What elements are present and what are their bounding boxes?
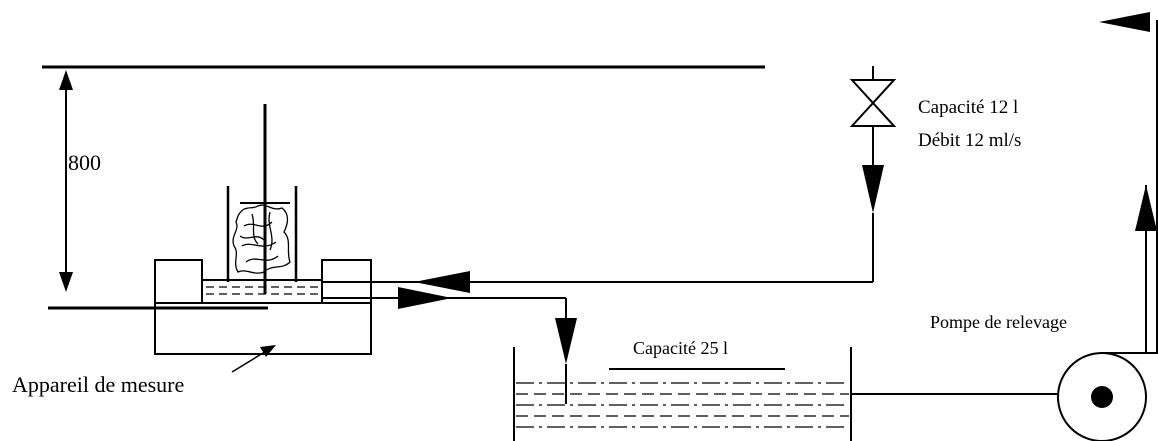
height-dimension-arrow xyxy=(59,70,73,292)
measuring-device-label: Appareil de mesure xyxy=(12,372,185,397)
device-base xyxy=(154,303,372,355)
lift-pump xyxy=(1057,352,1158,441)
top-left-arrow xyxy=(1099,12,1150,32)
measuring-device xyxy=(154,259,372,355)
overflow-pipe xyxy=(323,287,577,404)
device-pointer-arrow xyxy=(231,345,276,373)
flow-rate-label: Débit 12 ml/s xyxy=(918,130,1022,151)
down-arrow-upper xyxy=(862,165,884,213)
right-arrow xyxy=(398,287,452,309)
reservoir-capacity-label: Capacité 25 l xyxy=(633,338,728,358)
valve-symbol xyxy=(849,79,897,127)
pump-label: Pompe de relevage xyxy=(930,312,1067,332)
sample-holder xyxy=(226,104,298,294)
feed-valve xyxy=(849,66,897,282)
height-label: 800 xyxy=(68,150,101,175)
left-arrow xyxy=(414,271,470,293)
fibrous-sample xyxy=(232,204,291,274)
supply-pipe xyxy=(323,271,873,293)
reservoir xyxy=(513,347,852,441)
tank-capacity-label: Capacité 12 l xyxy=(918,97,1019,118)
up-arrow xyxy=(1135,185,1157,231)
down-arrow-lower xyxy=(555,318,577,364)
device-left-block xyxy=(154,259,203,304)
delivery-pipe xyxy=(1099,12,1158,353)
